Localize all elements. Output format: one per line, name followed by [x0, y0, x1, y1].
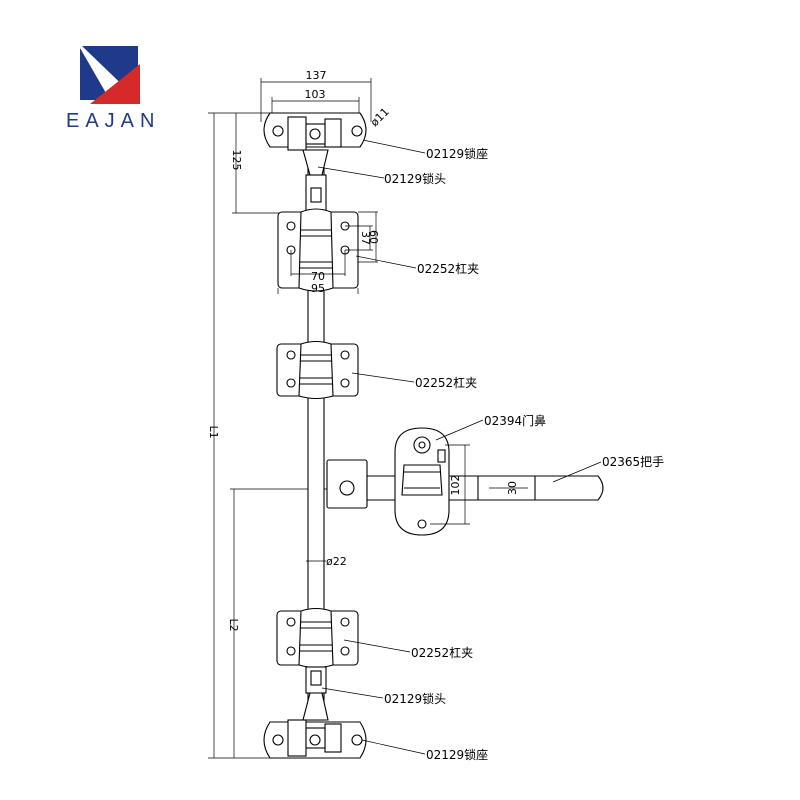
bottom-lock-head: [302, 666, 329, 721]
door-nose: [394, 427, 450, 536]
dim-103: 103: [305, 88, 326, 101]
eajan-logo: [80, 46, 140, 104]
dim-70: 70: [311, 270, 325, 283]
dim-125: 125: [230, 150, 243, 171]
rod-clamp-1: [277, 208, 359, 292]
dim-137: 137: [306, 69, 327, 82]
label-lock-head-top: 02129锁头: [384, 171, 446, 186]
label-clamp-3: 02252杠夹: [411, 645, 473, 660]
dim-L2: L2: [227, 618, 240, 631]
label-lock-head-bottom: 02129锁头: [384, 691, 446, 706]
label-clamp-2: 02252杠夹: [415, 375, 477, 390]
dim-37: 37: [359, 231, 372, 245]
label-door-nose: 02394门鼻: [484, 413, 546, 428]
label-lock-seat-bottom: 02129锁座: [426, 747, 488, 762]
dim-L1: L1: [207, 425, 220, 438]
dim-hole: ø11: [368, 105, 392, 129]
label-clamp-1: 02252杠夹: [417, 261, 479, 276]
bottom-lock-seat: [263, 719, 367, 759]
top-lock-seat: [263, 112, 367, 151]
rod-clamp-2: [276, 340, 359, 400]
dim-60: 60: [367, 230, 380, 244]
dim-30: 30: [506, 481, 519, 495]
label-handle: 02365把手: [602, 455, 664, 469]
handle-bracket: [326, 459, 368, 509]
logo-red-triangle: [90, 64, 140, 104]
dim-102: 102: [449, 475, 462, 496]
dim-95: 95: [311, 282, 325, 295]
dim-rod-diameter: ø22: [326, 555, 347, 568]
logo-text: EAJAN: [66, 110, 161, 132]
rod-clamp-3: [276, 607, 359, 669]
top-lock-head: [302, 149, 329, 214]
label-lock-seat-top: 02129锁座: [426, 146, 488, 161]
logo-blue-triangle-left: [80, 48, 110, 100]
